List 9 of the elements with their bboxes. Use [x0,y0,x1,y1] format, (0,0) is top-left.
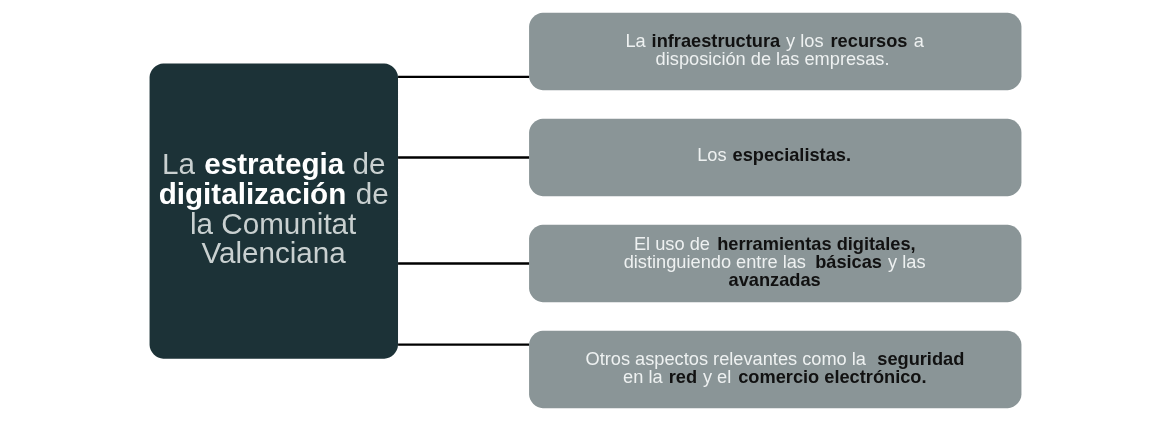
connector [397,75,529,78]
node-box: Otros aspectos relevantes como la seguridad en la red y el comercio electrónico. [528,330,1021,409]
connector [397,262,529,265]
node-box: El uso de herramientas digitales, distinguiendo entre las básicas y las avanzadas [528,224,1021,303]
node-box: La infraestructura y los recursos a disposición de las empresas. [528,12,1021,91]
connector [397,156,529,159]
connector [397,343,529,346]
node-box: Los especialistas. [528,118,1021,197]
node-box: La estrategia de digitalización de la Comunitat Valenciana [149,63,398,359]
